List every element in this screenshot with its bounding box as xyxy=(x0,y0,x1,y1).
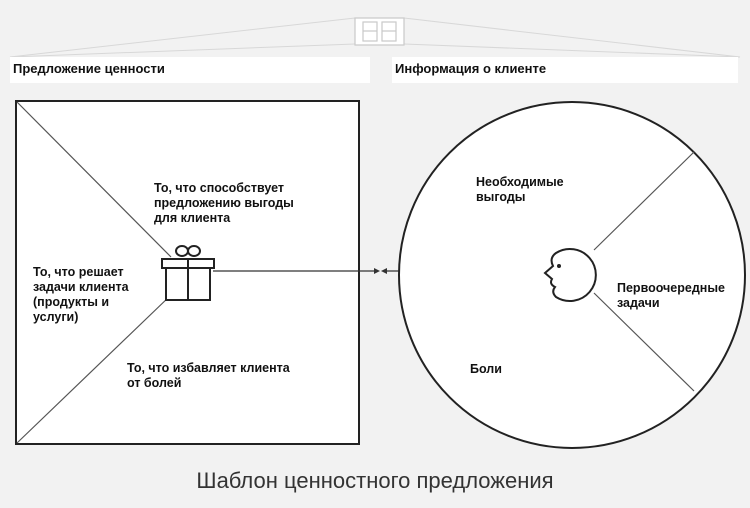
products-services-label: То, что решает задачи клиента (продукты … xyxy=(33,265,129,324)
customer-jobs-label: Первоочередные задачи xyxy=(617,281,725,310)
customer-face-icon xyxy=(543,248,597,302)
logo-icon xyxy=(354,17,405,46)
gains-label: Необходимые выгоды xyxy=(476,175,564,204)
value-proposition-header: Предложение ценности xyxy=(10,57,370,83)
gain-creators-label: То, что способствует предложению выгоды … xyxy=(154,181,294,225)
diagram-caption: Шаблон ценностного предложения xyxy=(196,468,554,493)
gift-icon xyxy=(161,245,215,301)
pain-relievers-label: То, что избавляет клиента от болей xyxy=(127,361,290,390)
customer-profile-header: Информация о клиенте xyxy=(392,57,738,83)
top-decoration xyxy=(9,17,741,58)
pains-label: Боли xyxy=(470,362,502,376)
